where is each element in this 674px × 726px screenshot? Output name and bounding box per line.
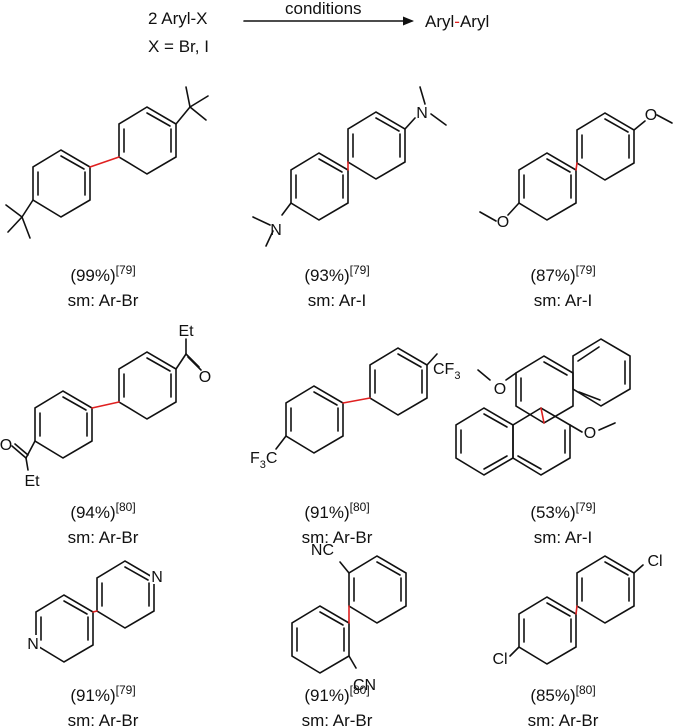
compound-7-n-mask-left — [26, 635, 40, 651]
compound-2-yield: (93%)[79] — [304, 263, 369, 285]
compound-8-starting-material: sm: Ar-Br — [302, 711, 373, 726]
compound-4-yield: (94%)[80] — [70, 500, 135, 522]
compound-3-structure — [479, 112, 673, 222]
compound-8-nitrile-top: NC — [311, 542, 334, 559]
compound-4-oxygen-left: O — [0, 437, 12, 454]
compound-7-structure — [35, 560, 155, 663]
compound-5-starting-material: sm: Ar-Br — [302, 528, 373, 547]
product-label: Aryl-Aryl — [425, 12, 489, 31]
compound-7-starting-material: sm: Ar-Br — [68, 711, 139, 726]
compound-5-yield: (91%)[80] — [304, 500, 369, 522]
reaction-header: 2 Aryl-X X = Br, I conditions Aryl-Aryl — [148, 0, 489, 56]
compound-4-ethyl-left: Et — [24, 473, 40, 490]
compound-5-cf3-left: F3C — [250, 450, 277, 471]
compound-8-nitrile-bottom: CN — [353, 677, 376, 694]
compound-4-structure — [11, 338, 202, 471]
compound-7-nitrogen-left: N — [27, 636, 39, 653]
compound-9-chlorine-right: Cl — [647, 553, 662, 570]
compound-2-structure — [252, 86, 447, 247]
compound-6-oxygen-bottom: O — [584, 425, 596, 442]
compound-2-nitrogen-right: N — [416, 105, 428, 122]
compound-9-structure — [509, 555, 644, 665]
compound-3-oxygen-left: O — [497, 214, 509, 231]
halide-definition: X = Br, I — [148, 37, 209, 56]
compound-8-yield: (91%)[80] — [304, 683, 369, 705]
compound-6-starting-material: sm: Ar-I — [534, 528, 593, 547]
reactant-label: 2 Aryl-X — [148, 9, 208, 28]
compound-4-oxygen-right: O — [199, 369, 211, 386]
compound-2-nitrogen-left: N — [270, 222, 282, 239]
compound-9-starting-material: sm: Ar-Br — [528, 711, 599, 726]
compound-5-cf3-right: CF3 — [433, 361, 460, 382]
compound-1-yield: (99%)[79] — [70, 263, 135, 285]
compound-1-structure — [5, 86, 209, 239]
compound-3-yield: (87%)[79] — [530, 263, 595, 285]
compound-7-n-mask-right — [150, 568, 164, 584]
compound-2-starting-material: sm: Ar-I — [308, 291, 367, 310]
compound-6-structure — [455, 338, 631, 476]
reaction-arrow-head — [403, 16, 414, 26]
compound-9-yield: (85%)[80] — [530, 683, 595, 705]
compound-5-structure — [275, 347, 438, 454]
compound-3-starting-material: sm: Ar-I — [534, 291, 593, 310]
compound-9-chlorine-left: Cl — [492, 651, 507, 668]
compound-6-yield: (53%)[79] — [530, 500, 595, 522]
compound-1-starting-material: sm: Ar-Br — [68, 291, 139, 310]
compound-4-starting-material: sm: Ar-Br — [68, 528, 139, 547]
compound-8-structure — [291, 555, 407, 674]
compound-6-oxygen-top: O — [494, 381, 506, 398]
arrow-label: conditions — [285, 0, 362, 18]
compound-7-yield: (91%)[79] — [70, 683, 135, 705]
compound-7-nitrogen-right: N — [151, 569, 163, 586]
compound-4-ethyl-right: Et — [178, 323, 194, 340]
compound-3-oxygen-right: O — [645, 107, 657, 124]
